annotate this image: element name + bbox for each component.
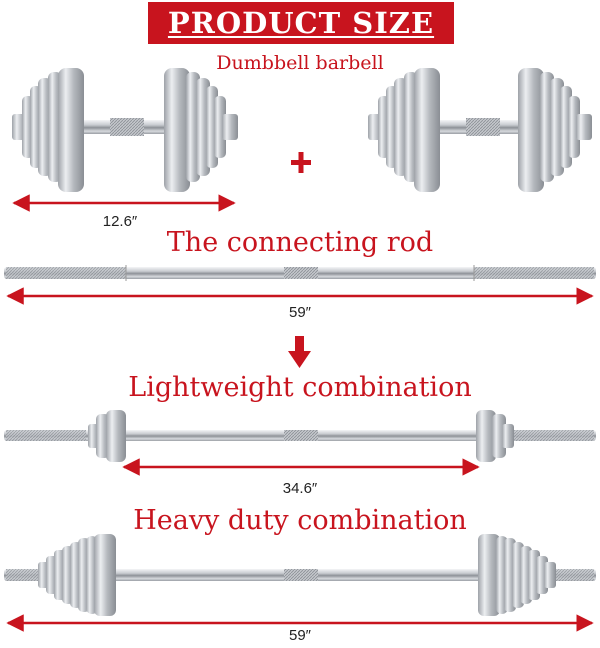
heavy-title: Heavy duty combination	[133, 505, 467, 536]
plus-icon	[291, 152, 311, 173]
down-arrow-icon	[288, 336, 311, 368]
product-size-banner: PRODUCT SIZE	[148, 2, 454, 44]
connecting-rod-image	[4, 265, 596, 281]
dumbbell-length-label: 12.6″	[102, 213, 138, 230]
heavy-duty-combination-image	[4, 534, 596, 616]
rod-title: The connecting rod	[166, 227, 434, 258]
dumbbell-right-image	[368, 68, 592, 192]
dumbbell-left-image	[12, 68, 238, 192]
lightweight-combination-image	[4, 410, 596, 462]
banner-title: PRODUCT SIZE	[167, 6, 435, 40]
rod-length-label: 59″	[289, 304, 311, 321]
light-title: Lightweight combination	[128, 372, 472, 403]
light-length-label: 34.6″	[282, 480, 318, 497]
dumbbell-title: Dumbbell barbell	[216, 52, 384, 74]
